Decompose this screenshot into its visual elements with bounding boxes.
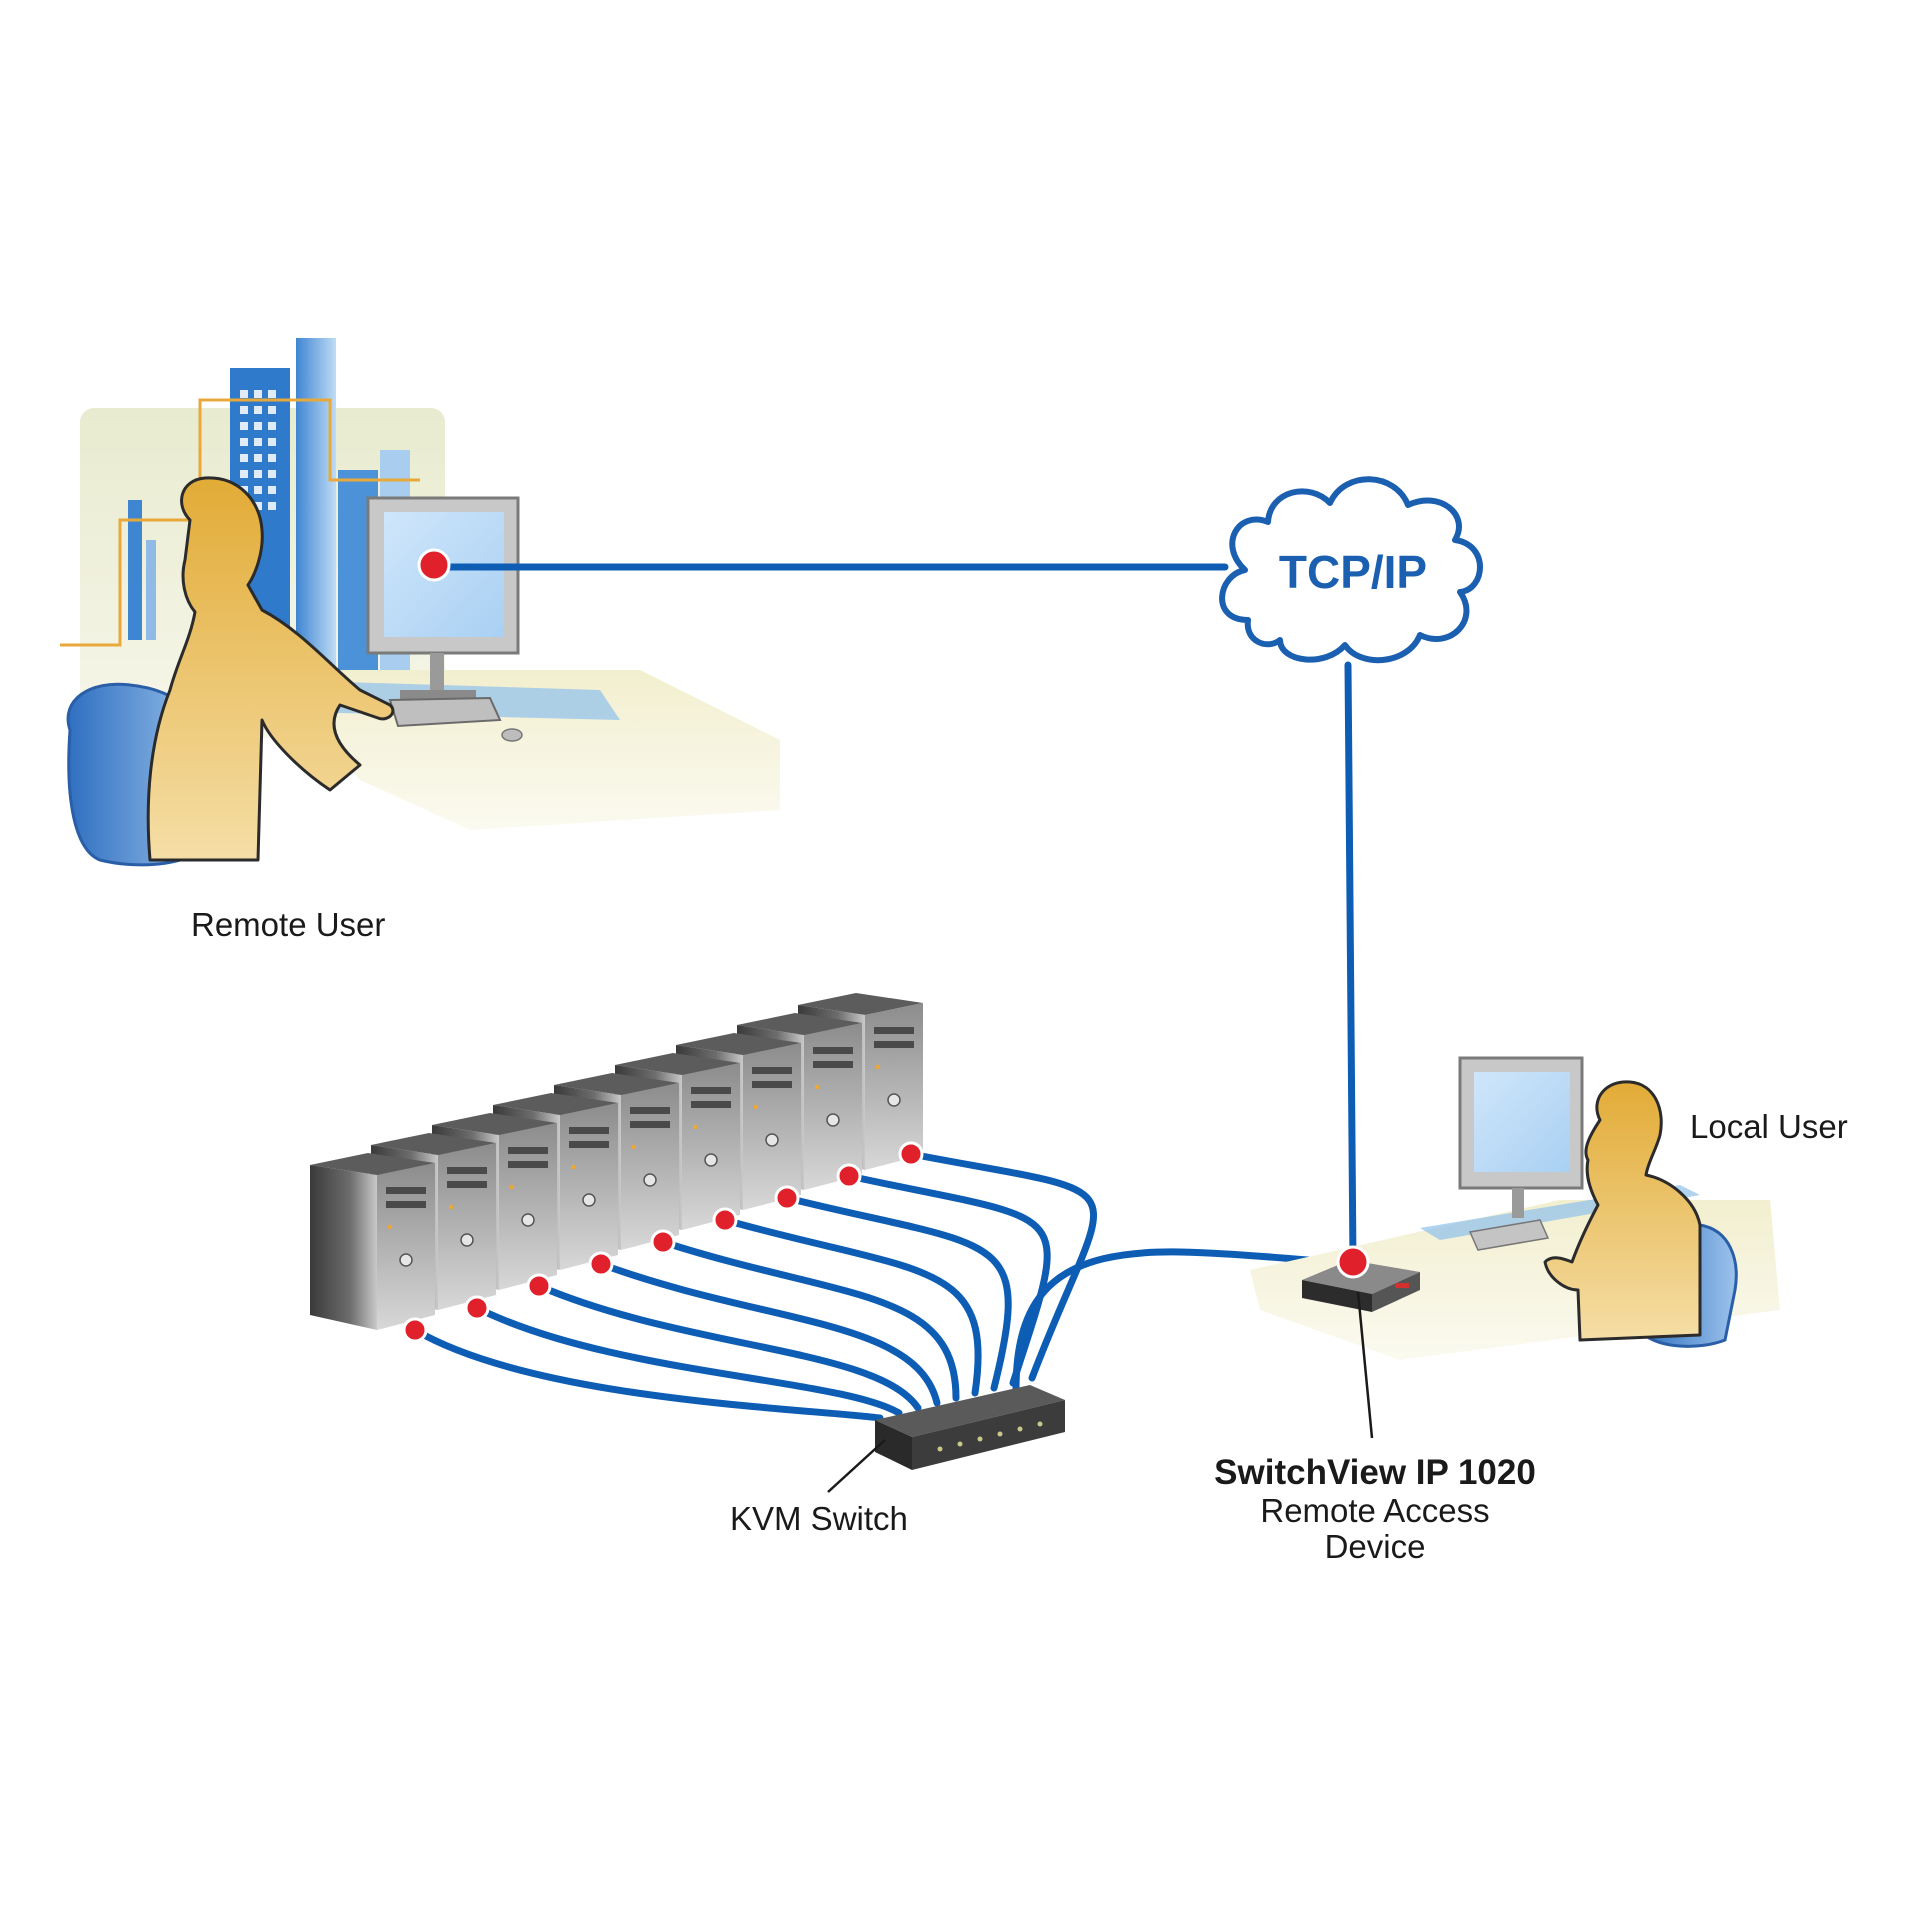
server-port bbox=[774, 1185, 800, 1211]
local-user-label: Local User bbox=[1690, 1108, 1848, 1145]
device-leader bbox=[1356, 1291, 1374, 1439]
device-desc-line2: Device bbox=[1325, 1528, 1426, 1565]
connection-ports bbox=[402, 548, 1370, 1343]
local-keyboard-icon bbox=[1468, 1219, 1550, 1251]
server-cables bbox=[411, 1150, 1098, 1422]
server-cable bbox=[907, 1150, 1098, 1382]
kvm-switch-leader bbox=[827, 1439, 886, 1493]
server-cable bbox=[597, 1260, 941, 1407]
device-name-label: SwitchView IP 1020 bbox=[1214, 1453, 1536, 1492]
server-port bbox=[402, 1317, 428, 1343]
network-label: TCP/IP bbox=[1279, 546, 1427, 598]
local-user-scene: Local User SwitchView IP 1020 Remote Acc… bbox=[1214, 1056, 1848, 1565]
local-person-icon bbox=[1543, 1080, 1702, 1342]
remote-user-label: Remote User bbox=[191, 906, 385, 943]
cloud-icon: TCP/IP bbox=[1219, 476, 1483, 664]
server-port bbox=[712, 1207, 738, 1233]
kvm-switch-label: KVM Switch bbox=[730, 1500, 908, 1537]
server-cable bbox=[535, 1282, 922, 1412]
server-port bbox=[836, 1163, 862, 1189]
remote-user-scene: Remote User bbox=[60, 338, 780, 943]
kvm-switch-icon: KVM Switch bbox=[730, 1385, 1065, 1537]
keyboard-icon bbox=[388, 696, 523, 742]
server-cable bbox=[411, 1326, 884, 1422]
server-port bbox=[526, 1273, 552, 1299]
person-icon bbox=[146, 476, 395, 862]
local-monitor-icon bbox=[1458, 1056, 1584, 1218]
cable-cloud-to-device bbox=[1344, 661, 1357, 1266]
server-cable bbox=[721, 1216, 982, 1397]
device-desc-line1: Remote Access bbox=[1260, 1492, 1489, 1529]
port-remote-monitor bbox=[417, 548, 451, 582]
server-cable bbox=[783, 1194, 1012, 1392]
server-cable bbox=[659, 1238, 960, 1402]
server-port bbox=[650, 1229, 676, 1255]
server-port bbox=[588, 1251, 614, 1277]
server-cable bbox=[473, 1304, 903, 1417]
remote-access-device-icon bbox=[1302, 1260, 1420, 1439]
server-cable bbox=[845, 1172, 1051, 1387]
server-port bbox=[898, 1141, 924, 1167]
server-rack bbox=[310, 993, 923, 1330]
server-port bbox=[464, 1295, 490, 1321]
cables bbox=[411, 563, 1357, 1422]
server-icon bbox=[310, 1153, 435, 1330]
port-remote-access-device bbox=[1336, 1245, 1370, 1279]
